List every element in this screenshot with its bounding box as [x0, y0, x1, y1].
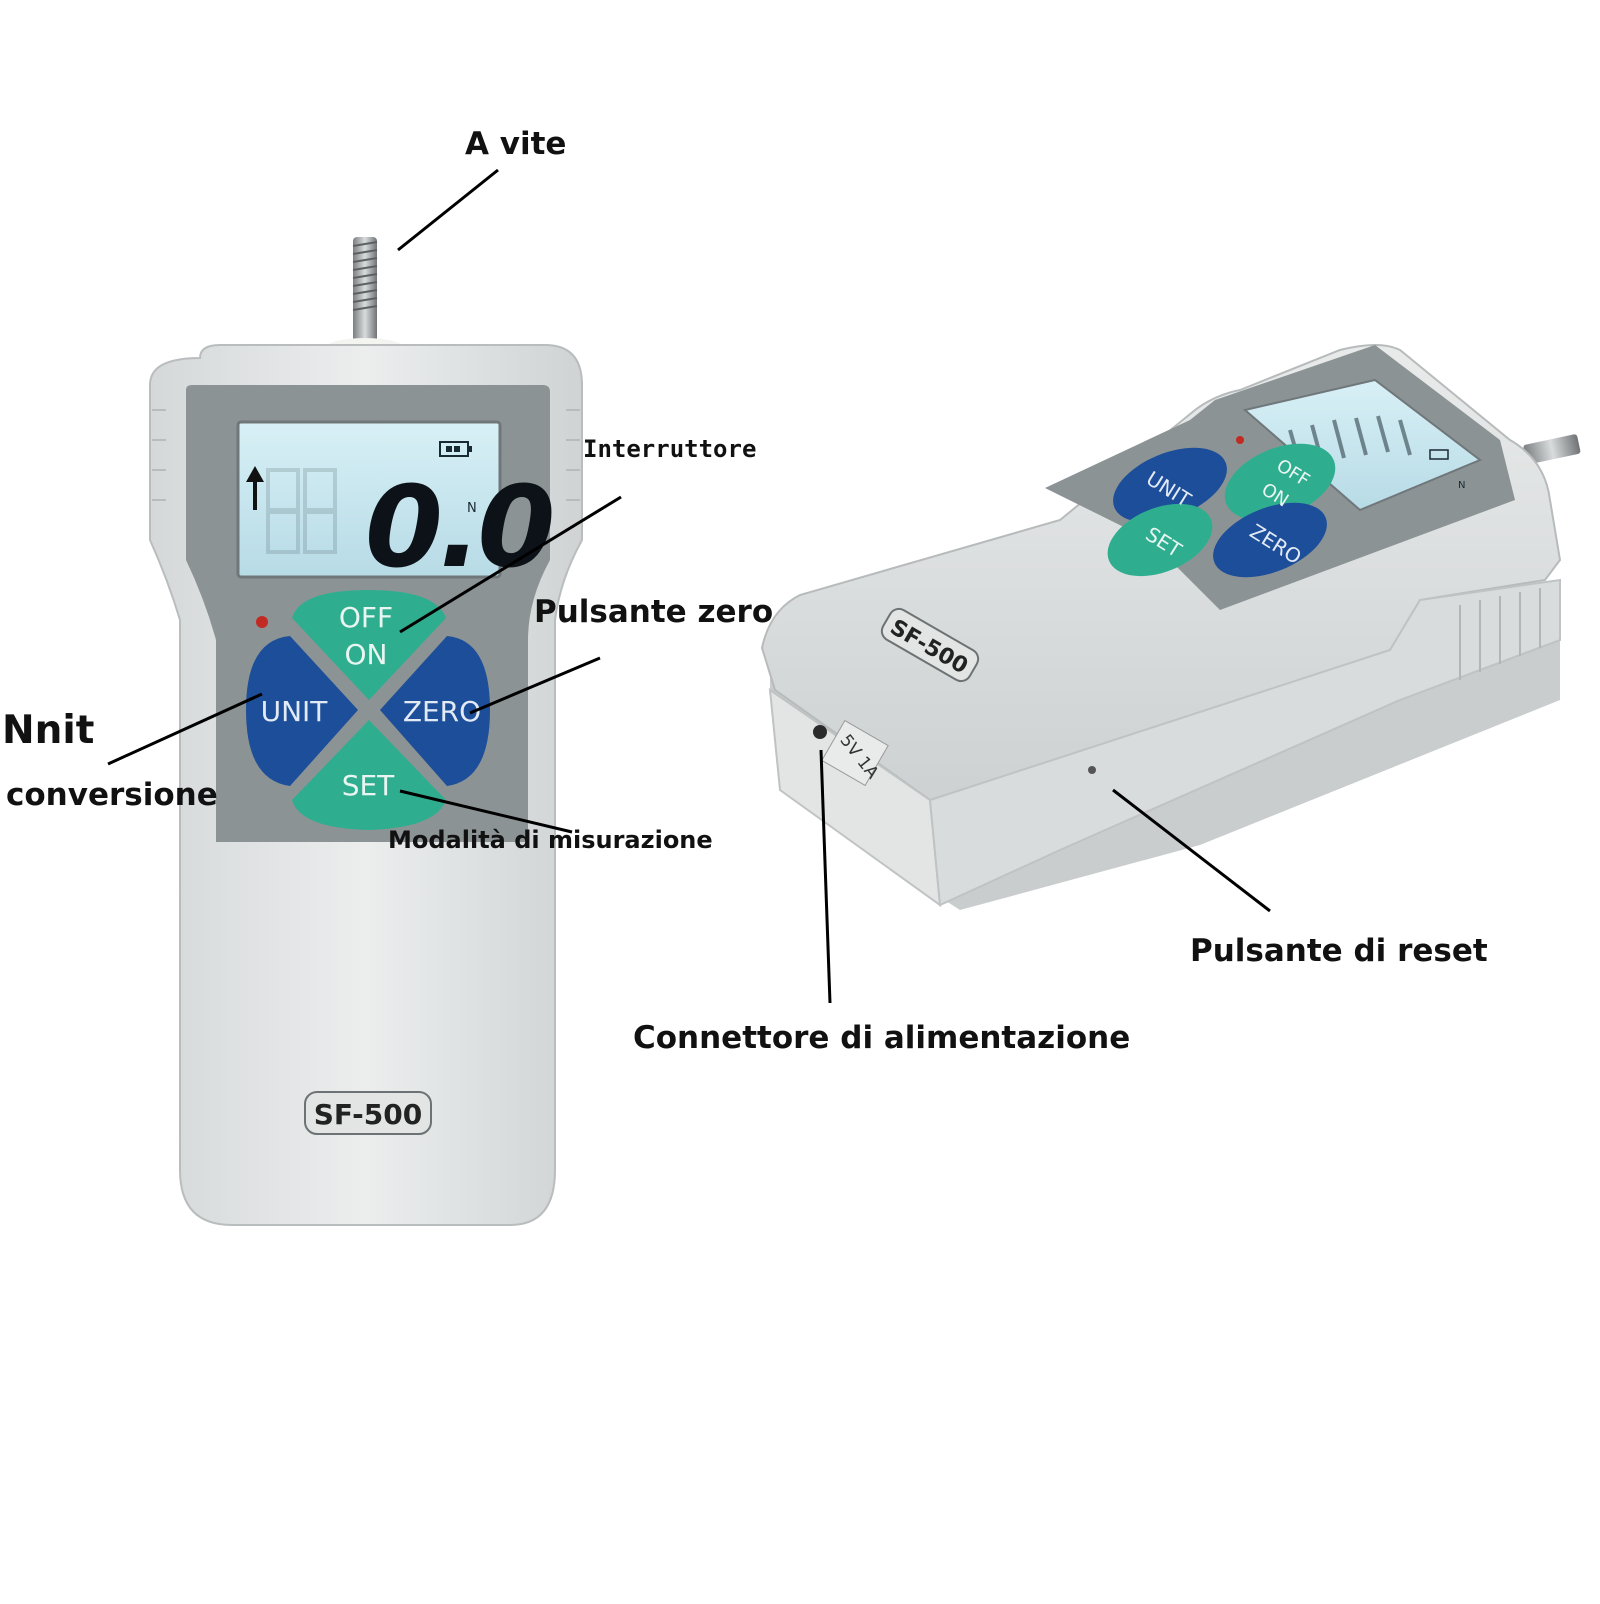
side-unit-button[interactable]	[1102, 433, 1237, 537]
side-on-off-button[interactable]	[1213, 429, 1346, 536]
front-set-button[interactable]	[292, 720, 446, 830]
front-unit-label: UNIT	[261, 695, 329, 728]
side-long-face	[928, 578, 1561, 907]
side-zero-button[interactable]	[1202, 488, 1337, 592]
callout-unit-line1: Nnit	[2, 708, 95, 753]
leader-lines	[107, 168, 1271, 1004]
reset-hole	[1088, 766, 1096, 774]
callout-zero-button: Pulsante zero	[534, 594, 774, 630]
front-off-label: OFF	[339, 601, 393, 634]
side-led	[1236, 436, 1244, 444]
side-battery-icon	[1429, 449, 1449, 460]
side-screw	[1523, 434, 1581, 465]
front-unit-button[interactable]	[246, 636, 358, 786]
callout-reset: Pulsante di reset	[1190, 933, 1488, 969]
direction-arrow-icon	[246, 466, 264, 510]
front-on-off-button[interactable]	[292, 590, 446, 700]
callout-switch: Interruttore	[583, 435, 757, 463]
side-display-unit: N	[1458, 480, 1465, 491]
side-model-badge	[880, 607, 980, 683]
callout-unit-line2: conversione	[6, 777, 218, 813]
front-device: 0.0 N OFF ON UNIT ZERO SET SF-500	[149, 237, 583, 1226]
side-set-button[interactable]	[1097, 490, 1223, 591]
front-zero-button[interactable]	[380, 636, 490, 786]
front-grip-ribs	[152, 409, 580, 501]
battery-icon	[439, 441, 472, 457]
front-display-unit: N	[467, 501, 477, 516]
front-led	[256, 616, 268, 628]
side-device: N UNIT OFF ON SET ZERO SF-500 5V 1A	[760, 344, 1581, 910]
front-zero-label: ZERO	[403, 695, 481, 728]
power-jack	[813, 725, 827, 739]
front-model-badge	[304, 1091, 432, 1135]
front-set-label: SET	[342, 769, 395, 802]
front-on-label: ON	[345, 638, 388, 671]
callout-power: Connettore di alimentazione	[633, 1020, 1131, 1056]
side-grip-ribs	[1459, 588, 1541, 680]
front-screw	[323, 237, 407, 362]
front-display-reading: 0.0	[365, 463, 551, 593]
callout-mode: Modalità di misurazione	[388, 826, 713, 854]
side-keypad	[1097, 429, 1346, 592]
front-model-label: SF-500	[314, 1098, 423, 1131]
callout-screw: A vite	[465, 126, 567, 162]
front-lcd	[236, 420, 502, 579]
